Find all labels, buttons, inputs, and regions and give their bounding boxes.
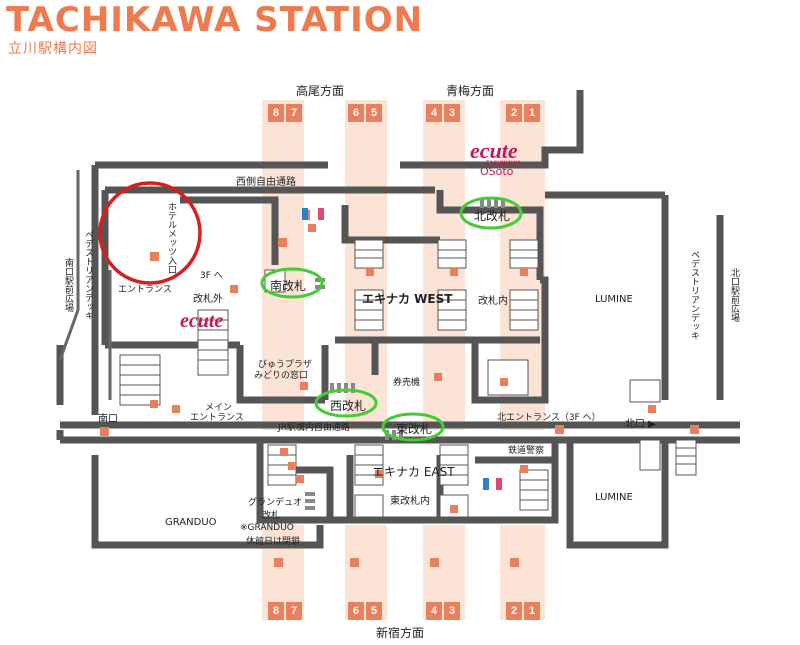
ekinaka-west-label: エキナカ WEST xyxy=(362,292,453,306)
direction-takao: 高尾方面 xyxy=(296,84,345,98)
station-title: TACHIKAWA STATION xyxy=(6,0,424,40)
east-inside-gate-label: 東改札内 xyxy=(390,496,430,507)
entrance-left-label: エントランス xyxy=(118,285,172,295)
walls xyxy=(56,90,740,549)
granduo-note-label: ※GRANDUO xyxy=(240,523,294,533)
outside-gate-label: 改札外 xyxy=(193,294,223,305)
west-gate-label: 西改札 xyxy=(330,399,367,413)
granduo-gate-label: グランデュオ xyxy=(248,498,303,508)
inside-gate-label: 改札内 xyxy=(478,296,508,307)
south-gate-label: 南改札 xyxy=(270,279,307,293)
ecute-osoto-logo: ecute xyxy=(470,138,518,163)
pedestrian-deck-right-label: ペデストリアンデッキ xyxy=(689,250,699,340)
north-gate-label: 北改札 xyxy=(474,209,511,223)
granduo-label: GRANDUO xyxy=(165,517,217,528)
ecute-tachikawa-small: TACHIKAWA xyxy=(486,160,521,167)
ticket-machine-label: 券売機 xyxy=(393,378,421,388)
lumine-label: LUMINE xyxy=(595,294,633,305)
granduo-note-label-2: 休館日は閉鎖 xyxy=(246,537,301,547)
main-entrance-label-2: エントランス xyxy=(190,413,244,423)
frame-lines xyxy=(58,170,112,400)
restroom-female-icons xyxy=(318,208,502,490)
lumine-lower-label: LUMINE xyxy=(595,492,633,503)
main-entrance-label: メイン xyxy=(205,403,233,413)
north-entrance-label: 北エントランス（3F へ） xyxy=(497,413,601,423)
east-gate-label: 東改札 xyxy=(396,422,433,436)
to-3f-label: 3F へ xyxy=(200,271,223,281)
station-subtitle: 立川駅構内図 xyxy=(8,41,98,57)
midori-window-label: みどりの窓口 xyxy=(254,371,309,381)
west-passage-label: 西側自由通路 xyxy=(236,177,296,188)
ecute-logo: ecute xyxy=(180,310,224,332)
gate-highlights xyxy=(260,196,523,442)
jr-passage-label: JR駅構内自由通路 xyxy=(278,423,350,433)
ekinaka-east-label: エキナカ EAST xyxy=(372,465,455,479)
pedestrian-deck-left-label: ペデストリアンデッキ xyxy=(83,230,93,320)
north-plaza-label: 北口駅前広場 xyxy=(729,268,739,322)
direction-shinjuku: 新宿方面 xyxy=(376,626,425,640)
south-plaza-label: 南口駅前広場 xyxy=(63,258,73,312)
hotel-highlight xyxy=(98,181,202,285)
railway-police-label: 鉄道警察 xyxy=(508,446,545,456)
south-exit-label: 南口 xyxy=(98,414,118,425)
osoto-label: OSoto xyxy=(480,165,514,178)
granduo-gate-label-2: 改札 xyxy=(262,511,281,521)
view-plaza-label: びゅうプラザ xyxy=(258,360,312,370)
direction-ome: 青梅方面 xyxy=(446,84,495,98)
hotel-mets-label: ホテルメッツ入口 xyxy=(166,202,176,274)
restroom-icons xyxy=(302,208,489,490)
north-exit-label: 北口 ▶ xyxy=(625,419,656,430)
